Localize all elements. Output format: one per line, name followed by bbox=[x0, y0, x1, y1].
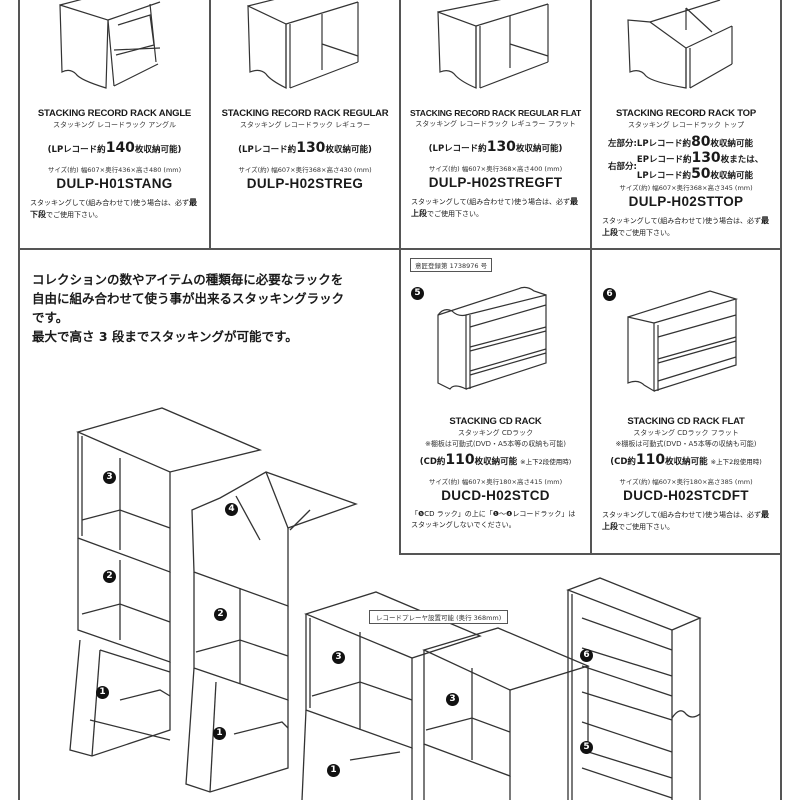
product-size: サイズ(約) 幅607×奥行180×高さ415 (mm) bbox=[428, 478, 563, 486]
diagram-badge-1: 1 bbox=[96, 686, 109, 699]
diagram-badge-3c: 3 bbox=[446, 693, 459, 706]
product-capacity: (CD約110枚収納可能 ※上下2段使用時) bbox=[419, 452, 572, 468]
border-left bbox=[18, 0, 20, 800]
diagram-badge-1c: 1 bbox=[327, 764, 340, 777]
diagram-badge-3: 3 bbox=[103, 471, 116, 484]
product-title: STACKING CD RACK FLAT bbox=[627, 416, 745, 427]
product-card-cd-rack-flat: STACKING CD RACK FLAT スタッキング CDラック フラット … bbox=[592, 416, 780, 533]
product-note: 「❺CD ラック」の上に「❶〜❹レコードラック」はスタッキングしないでください。 bbox=[411, 510, 576, 529]
product-note: スタッキングして(組み合わせて)使う場合は、必ず最下段でご使用下さい。 bbox=[30, 198, 198, 219]
product-model: DULP-H02STTOP bbox=[628, 194, 744, 209]
diagram-badge-5: 5 bbox=[580, 741, 593, 754]
product-model: DUCD-H02STCDFT bbox=[623, 488, 749, 503]
product-subtitle: スタッキング CDラック フラット bbox=[633, 429, 739, 437]
rack-regular-drawing bbox=[247, 0, 359, 89]
divider-col-1 bbox=[209, 0, 211, 249]
badge-6: 6 bbox=[603, 288, 616, 301]
product-card-cd-rack: STACKING CD RACK スタッキング CDラック ※棚板は可動式(DV… bbox=[401, 416, 590, 531]
product-capacity: (LPレコード約130枚収納可能) bbox=[428, 139, 563, 155]
product-model: DULP-H02STREGFT bbox=[428, 175, 563, 190]
product-model: DULP-H01STANG bbox=[56, 176, 173, 191]
product-subtitle: スタッキング レコードラック レギュラー bbox=[239, 121, 371, 129]
record-player-label: レコードプレーヤ設置可能 (奥行 368mm) bbox=[369, 610, 509, 624]
shelf-note: ※棚板は可動式(DVD・A5本等の収納も可能) bbox=[615, 440, 757, 448]
stacking-combination-drawing bbox=[69, 407, 702, 800]
divider-col-2 bbox=[399, 0, 401, 555]
diagram-badge-1b: 1 bbox=[213, 727, 226, 740]
product-size: サイズ(約) 幅607×奥行368×高さ345 (mm) bbox=[619, 184, 753, 192]
product-title: STACKING RECORD RACK REGULAR bbox=[221, 108, 389, 119]
diagram-badge-4: 4 bbox=[225, 503, 238, 516]
product-card-angle: STACKING RECORD RACK ANGLE スタッキング レコードラッ… bbox=[20, 108, 209, 221]
diagram-badge-3b: 3 bbox=[332, 651, 345, 664]
product-subtitle: スタッキング レコードラック トップ bbox=[627, 121, 745, 129]
border-right bbox=[780, 0, 782, 800]
rack-angle-drawing bbox=[59, 0, 161, 89]
rack-regular-flat-drawing bbox=[437, 0, 549, 89]
intro-text: コレクションの数やアイテムの種類毎に必要なラックを 自由に組み合わせて使う事が出… bbox=[32, 272, 345, 344]
product-model: DUCD-H02STCD bbox=[441, 488, 550, 503]
product-card-regular-flat: STACKING RECORD RACK REGULAR FLAT スタッキング… bbox=[401, 108, 590, 220]
product-title: STACKING RECORD RACK TOP bbox=[616, 108, 756, 119]
product-size: サイズ(約) 幅607×奥行368×高さ430 (mm) bbox=[238, 166, 372, 174]
diagram-badge-6: 6 bbox=[580, 649, 593, 662]
rack-top-drawing bbox=[627, 0, 733, 89]
product-note: スタッキングして(組み合わせて)使う場合は、必ず最上段でご使用下さい。 bbox=[411, 197, 579, 218]
product-capacity-split: 左部分:LPレコード約80枚収納可能 右部分: EPレコード約130枚または、 … bbox=[608, 134, 764, 182]
product-subtitle: スタッキング レコードラック アングル bbox=[53, 121, 176, 129]
cd-rack-flat-drawing bbox=[627, 290, 739, 393]
product-note: スタッキングして(組み合わせて)使う場合は、必ず最上段でご使用下さい。 bbox=[602, 510, 770, 531]
diagram-badge-2b: 2 bbox=[214, 608, 227, 621]
registration-label: 意匠登録第 1738976 号 bbox=[410, 258, 493, 272]
diagram-badge-2: 2 bbox=[103, 570, 116, 583]
cd-rack-drawing bbox=[437, 286, 547, 390]
product-note: スタッキングして(組み合わせて)使う場合は、必ず最上段でご使用下さい。 bbox=[602, 216, 770, 237]
product-size: サイズ(約) 幅607×奥行180×高さ385 (mm) bbox=[619, 478, 753, 486]
product-card-top: STACKING RECORD RACK TOP スタッキング レコードラック … bbox=[592, 108, 780, 239]
product-title: STACKING RECORD RACK ANGLE bbox=[37, 108, 192, 119]
cd-box-bottom bbox=[399, 553, 782, 555]
product-title: STACKING CD RACK bbox=[449, 416, 542, 427]
divider-col-3 bbox=[590, 0, 592, 555]
product-size: サイズ(約) 幅607×奥行368×高さ400 (mm) bbox=[428, 165, 563, 173]
product-subtitle: スタッキング CDラック bbox=[457, 429, 534, 437]
product-model: DULP-H02STREG bbox=[246, 176, 364, 191]
badge-5: 5 bbox=[411, 287, 424, 300]
shelf-note: ※棚板は可動式(DVD・A5本等の収納も可能) bbox=[424, 440, 566, 448]
product-card-regular: STACKING RECORD RACK REGULAR スタッキング レコード… bbox=[211, 108, 399, 191]
product-title: STACKING RECORD RACK REGULAR FLAT bbox=[409, 108, 582, 118]
divider-row-1 bbox=[18, 248, 782, 250]
product-subtitle: スタッキング レコードラック レギュラー フラット bbox=[415, 120, 576, 128]
product-capacity: (LPレコード約130枚収納可能) bbox=[238, 140, 372, 156]
product-capacity: (CD約110枚収納可能 ※上下2段使用時) bbox=[610, 452, 762, 468]
product-size: サイズ(約) 幅607×奥行436×高さ480 (mm) bbox=[47, 166, 182, 174]
product-capacity: (LPレコード約140枚収納可能) bbox=[47, 140, 182, 156]
